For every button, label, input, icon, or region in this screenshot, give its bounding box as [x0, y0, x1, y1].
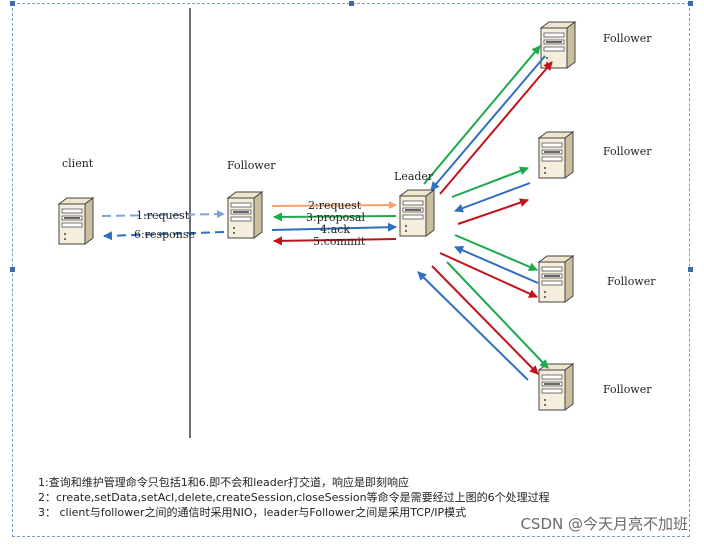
leader-server-icon — [399, 189, 435, 237]
follower-1-label: Follower — [603, 32, 652, 45]
label-commit-5: 5:commit — [313, 235, 366, 248]
follower-4-label: Follower — [603, 383, 652, 396]
arrow-request-1 — [101, 210, 225, 219]
resize-handle[interactable] — [349, 1, 354, 6]
follower-server-icon — [227, 191, 263, 239]
label-request-2: 2:request — [308, 199, 362, 212]
note-2: 2：create,setData,setAcl,delete,createSes… — [38, 491, 550, 504]
arrow-commit-follower-2 — [457, 198, 529, 225]
arrow-proposal-3 — [273, 212, 397, 222]
arrow-request-2 — [271, 201, 397, 210]
follower-mid-label: Follower — [227, 159, 276, 172]
label-proposal-3: 3:proposal — [306, 211, 365, 224]
watermark: CSDN @今天月亮不加班 — [520, 515, 688, 533]
follower-3-server-icon — [538, 255, 574, 303]
arrow-commit-5 — [273, 236, 397, 246]
arrow-commit-follower-1 — [439, 61, 553, 195]
label-ack-4: 4:ack — [320, 223, 350, 236]
label-response-6: 6:response — [134, 228, 195, 241]
arrow-proposal-follower-4 — [446, 261, 549, 369]
follower-2-server-icon — [538, 131, 574, 179]
leader-label: Leader — [394, 170, 434, 183]
follower-1-server-icon — [540, 21, 576, 69]
resize-handle[interactable] — [10, 267, 15, 272]
client-label: client — [62, 157, 94, 170]
arrow-ack-follower-2 — [454, 182, 531, 213]
arrow-commit-follower-4 — [431, 265, 539, 375]
note-1: 1:查询和维护管理命令只包括1和6.即不会和leader打交道，响应是即刻响应 — [38, 476, 410, 489]
arrow-proposal-follower-1 — [423, 45, 541, 185]
resize-handle[interactable] — [10, 1, 15, 6]
note-3: 3： client与follower之间的通信时采用NIO，leader与Fol… — [38, 506, 467, 519]
follower-3-label: Follower — [607, 275, 656, 288]
follower-2-label: Follower — [603, 145, 652, 158]
resize-handle[interactable] — [688, 1, 693, 6]
label-request-1: 1:request — [136, 209, 190, 222]
arrow-proposal-follower-3 — [454, 234, 538, 271]
arrow-proposal-follower-2 — [451, 166, 529, 198]
arrow-ack-follower-1 — [430, 55, 546, 191]
arrow-ack-follower-4 — [417, 271, 529, 381]
arrow-response-6 — [103, 231, 225, 241]
resize-handle[interactable] — [688, 267, 693, 272]
follower-4-server-icon — [538, 363, 574, 411]
arrow-ack-4 — [271, 222, 397, 232]
client-server-icon — [58, 197, 94, 245]
arrow-commit-follower-3 — [439, 252, 538, 298]
arrow-ack-follower-3 — [454, 246, 539, 284]
